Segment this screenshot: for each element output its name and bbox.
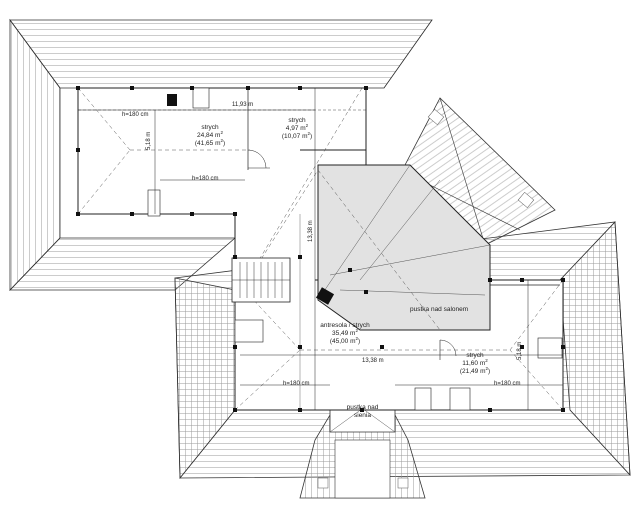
void-sien-label: pustka nad sienia <box>340 404 385 420</box>
chimneys <box>147 87 563 411</box>
room-strych-right-name: strych <box>466 352 484 359</box>
dim-h-bottom-left: h=180 cm <box>283 381 310 387</box>
room-strych-left-name: strych <box>201 124 219 131</box>
dim-right-height: 5,18 m <box>517 341 523 360</box>
room-strych-small: strych 4,97 m2 (10,07 m2) <box>272 117 322 141</box>
room-strych-left-area-total: (41,65 m2) <box>194 137 226 147</box>
dim-top-width: 11,93 m <box>232 102 254 108</box>
room-strych-small-name: strych <box>288 117 306 124</box>
void-sien-line2: sienia <box>354 412 371 419</box>
room-antresola-area-total: (45,00 m2) <box>329 335 361 345</box>
void-salon-label: pustka nad salonem <box>410 306 469 313</box>
room-strych-right-area: 11,60 m2 <box>462 357 488 367</box>
dim-left-height: 5,18 m <box>146 131 152 150</box>
dim-bottom-width: 13,38 m <box>362 358 384 364</box>
room-strych-left-area: 24,84 m2 <box>196 129 223 139</box>
dim-h-left-mid: h=180 cm <box>192 176 219 182</box>
room-antresola-name: antresola / strych <box>320 322 370 329</box>
room-strych-left: strych 24,84 m2 (41,65 m2) <box>185 124 235 148</box>
dim-h-left-top: h=180 cm <box>122 112 149 118</box>
dimension-lines <box>78 88 563 410</box>
void-sien-line1: pustka nad <box>346 404 379 411</box>
room-strych-small-area-total: (10,07 m2) <box>281 130 313 140</box>
room-strych-small-area: 4,97 m2 <box>285 122 309 132</box>
room-antresola-area: 35,49 m2 <box>331 327 358 337</box>
room-strych-right-area-total: (21,49 m2) <box>459 365 491 375</box>
posts <box>76 86 565 412</box>
dim-h-bottom-right: h=180 cm <box>494 381 521 387</box>
staircase <box>231 257 291 303</box>
void-salon <box>317 164 491 331</box>
room-antresola: antresola / strych 35,49 m2 (45,00 m2) <box>315 322 375 346</box>
roof-wing-left <box>9 18 433 291</box>
dim-center-height: 13,38 m <box>308 220 314 242</box>
room-strych-right: strych 11,60 m2 (21,49 m2) <box>450 352 500 376</box>
floor-interior <box>77 87 564 411</box>
